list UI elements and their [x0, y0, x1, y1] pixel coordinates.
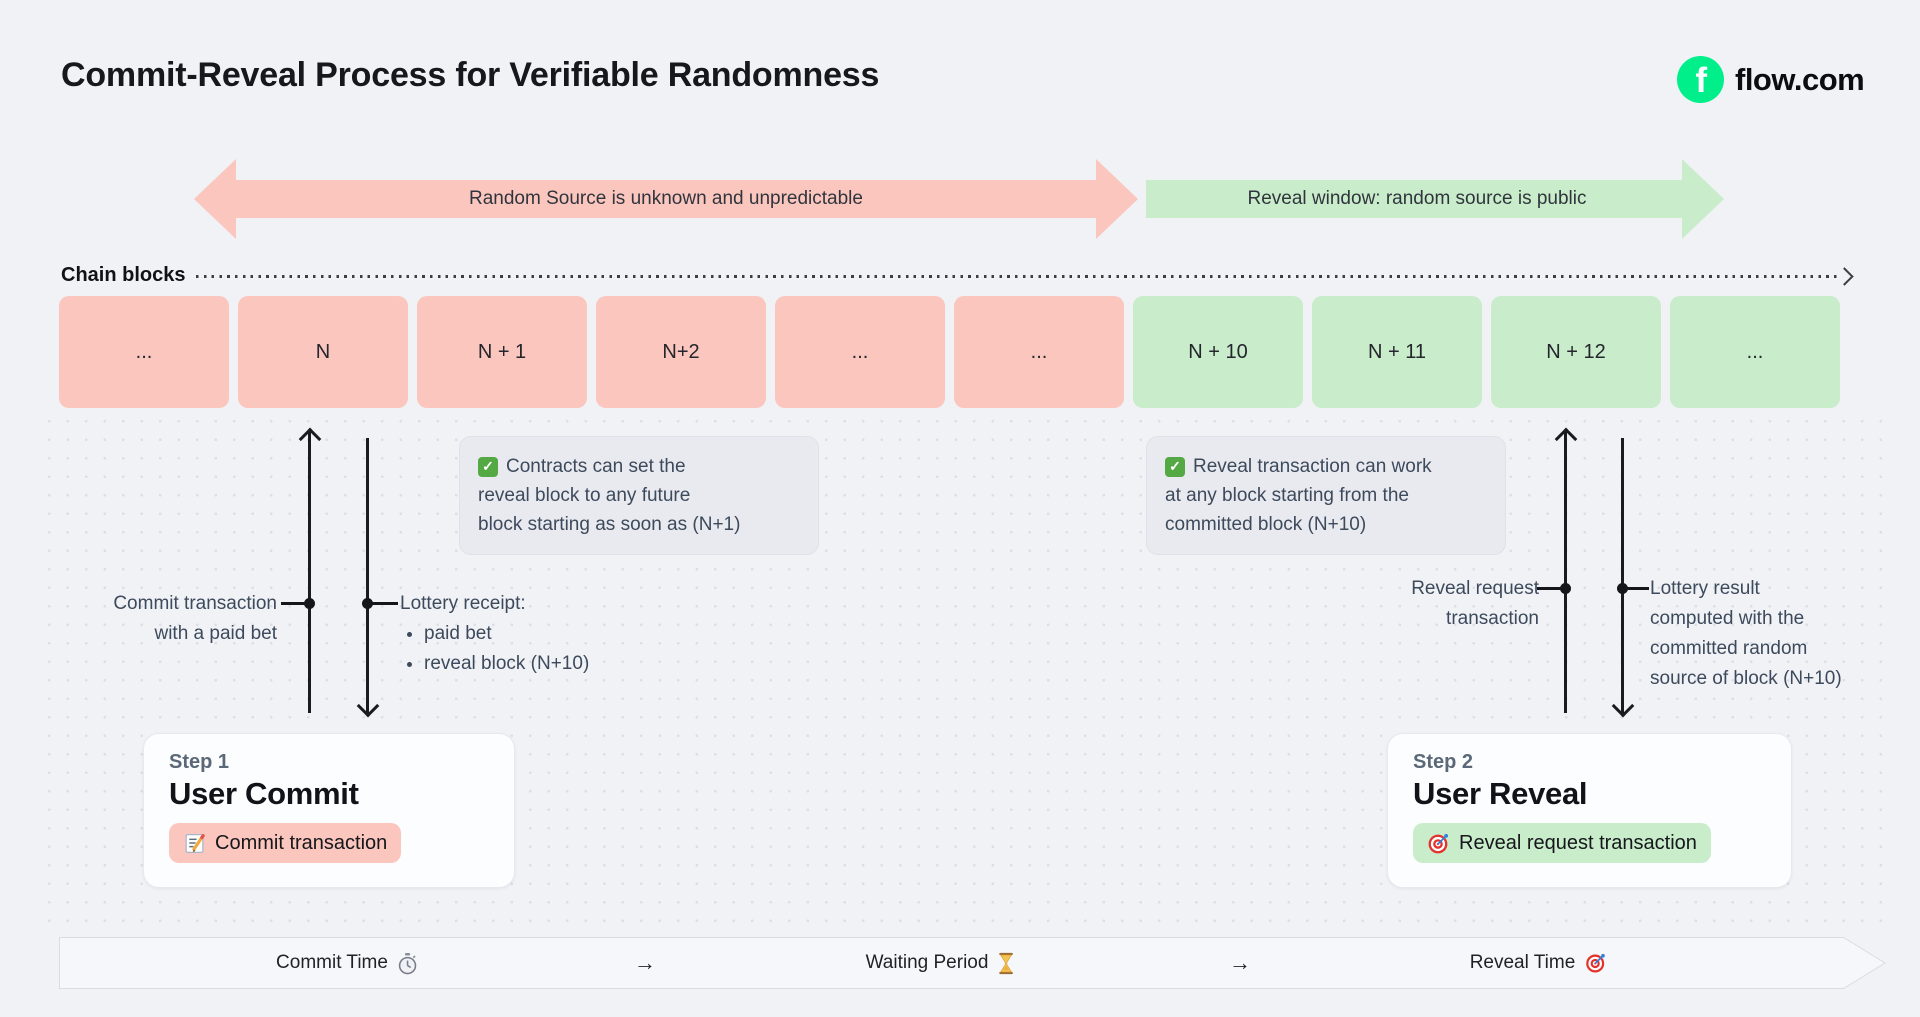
chain-block: ... — [775, 296, 945, 408]
step-eyebrow: Step 2 — [1413, 751, 1474, 773]
lottery-receipt-bullet: reveal block (N+10) — [424, 649, 589, 679]
lottery-receipt-annotation: Lottery receipt: paid bet reveal block (… — [400, 589, 589, 679]
chain-block: ... — [59, 296, 229, 408]
reveal-request-transaction-button-label: Reveal request transaction — [1459, 831, 1697, 854]
reveal-phase-arrow: Reveal window: random source is public — [1146, 159, 1724, 239]
chain-timeline-dotted-line — [196, 275, 1838, 278]
note-text-line: reveal block to any future — [478, 485, 691, 506]
timeline-reveal-time: Reveal Time — [1470, 937, 1607, 989]
commit-phase-label: Random Source is unknown and unpredictab… — [469, 188, 863, 209]
commit-transaction-annotation: Commit transaction with a paid bet — [113, 593, 277, 644]
reveal-request-annotation: Reveal request transaction — [1411, 578, 1539, 629]
timeline-bar: Commit Time → Waiting Period → Reveal Ti… — [59, 937, 1889, 989]
connector-line — [372, 602, 398, 605]
hourglass-icon — [999, 952, 1013, 974]
commit-note-box: Contracts can set the reveal block to an… — [459, 436, 819, 555]
connector-dot — [304, 598, 315, 609]
reveal-up-arrow — [1564, 432, 1567, 713]
note-text-line: block starting as soon as (N+1) — [478, 514, 741, 535]
connector-line — [281, 602, 307, 605]
connector-dot — [1617, 583, 1628, 594]
lottery-result-down-arrow — [1621, 438, 1624, 713]
timeline-waiting-period: Waiting Period — [866, 937, 1015, 989]
step-title: User Commit — [169, 776, 359, 811]
step-1-card: Step 1 User Commit Commit transaction — [143, 733, 515, 888]
commit-transaction-button: Commit transaction — [169, 823, 402, 863]
target-icon — [1428, 833, 1449, 853]
lottery-receipt-down-arrow — [366, 438, 369, 713]
chain-block-row: ... N N + 1 N+2 ... ... N + 10 N + 11 N … — [59, 296, 1840, 408]
stopwatch-icon — [398, 952, 417, 974]
timeline-arrow: → — [634, 950, 656, 975]
commit-phase-arrow: Random Source is unknown and unpredictab… — [194, 159, 1138, 239]
check-icon — [1165, 456, 1185, 477]
brand-name: flow.com — [1735, 61, 1865, 97]
svg-text:f: f — [1695, 61, 1707, 100]
step-eyebrow: Step 1 — [169, 751, 230, 773]
check-icon — [478, 456, 498, 477]
note-text-line: Contracts can set the — [506, 456, 686, 477]
chain-block: N + 1 — [417, 296, 587, 408]
note-text-line: Reveal transaction can work — [1193, 456, 1432, 477]
target-icon — [1585, 953, 1605, 973]
note-text-line: committed block (N+10) — [1165, 514, 1367, 535]
note-text-line: at any block starting from the — [1165, 485, 1409, 506]
lottery-receipt-bullet: paid bet — [424, 619, 589, 649]
reveal-note-box: Reveal transaction can work at any block… — [1146, 436, 1506, 555]
chain-block: ... — [1670, 296, 1840, 408]
connector-dot — [1560, 583, 1571, 594]
flow-logo-icon: f — [1677, 56, 1724, 103]
commit-up-arrow — [308, 432, 311, 713]
connector-line — [1627, 587, 1649, 590]
chain-block: N + 12 — [1491, 296, 1661, 408]
lottery-result-annotation: Lottery result computed with the committ… — [1650, 578, 1842, 689]
connector-line — [1537, 587, 1563, 590]
brand: f flow.com — [1677, 56, 1865, 103]
connector-dot — [362, 598, 373, 609]
timeline-commit-time: Commit Time — [276, 937, 418, 989]
page-title: Commit-Reveal Process for Verifiable Ran… — [61, 56, 880, 94]
reveal-request-transaction-button: Reveal request transaction — [1413, 823, 1711, 863]
chain-block: N + 10 — [1133, 296, 1303, 408]
step-title: User Reveal — [1413, 776, 1588, 811]
commit-transaction-button-label: Commit transaction — [215, 831, 388, 854]
lottery-receipt-title: Lottery receipt: — [400, 593, 526, 614]
reveal-phase-label: Reveal window: random source is public — [1247, 188, 1587, 209]
chain-timeline-arrowhead-icon — [1835, 267, 1854, 286]
chain-blocks-label: Chain blocks — [61, 264, 186, 286]
memo-icon — [185, 833, 205, 853]
chain-block: N — [238, 296, 408, 408]
chain-block: ... — [954, 296, 1124, 408]
timeline-arrow: → — [1229, 950, 1251, 975]
step-2-card: Step 2 User Reveal Reveal request transa… — [1387, 733, 1792, 888]
chain-block: N + 11 — [1312, 296, 1482, 408]
timeline-bar-shape — [59, 937, 1886, 989]
chain-block: N+2 — [596, 296, 766, 408]
